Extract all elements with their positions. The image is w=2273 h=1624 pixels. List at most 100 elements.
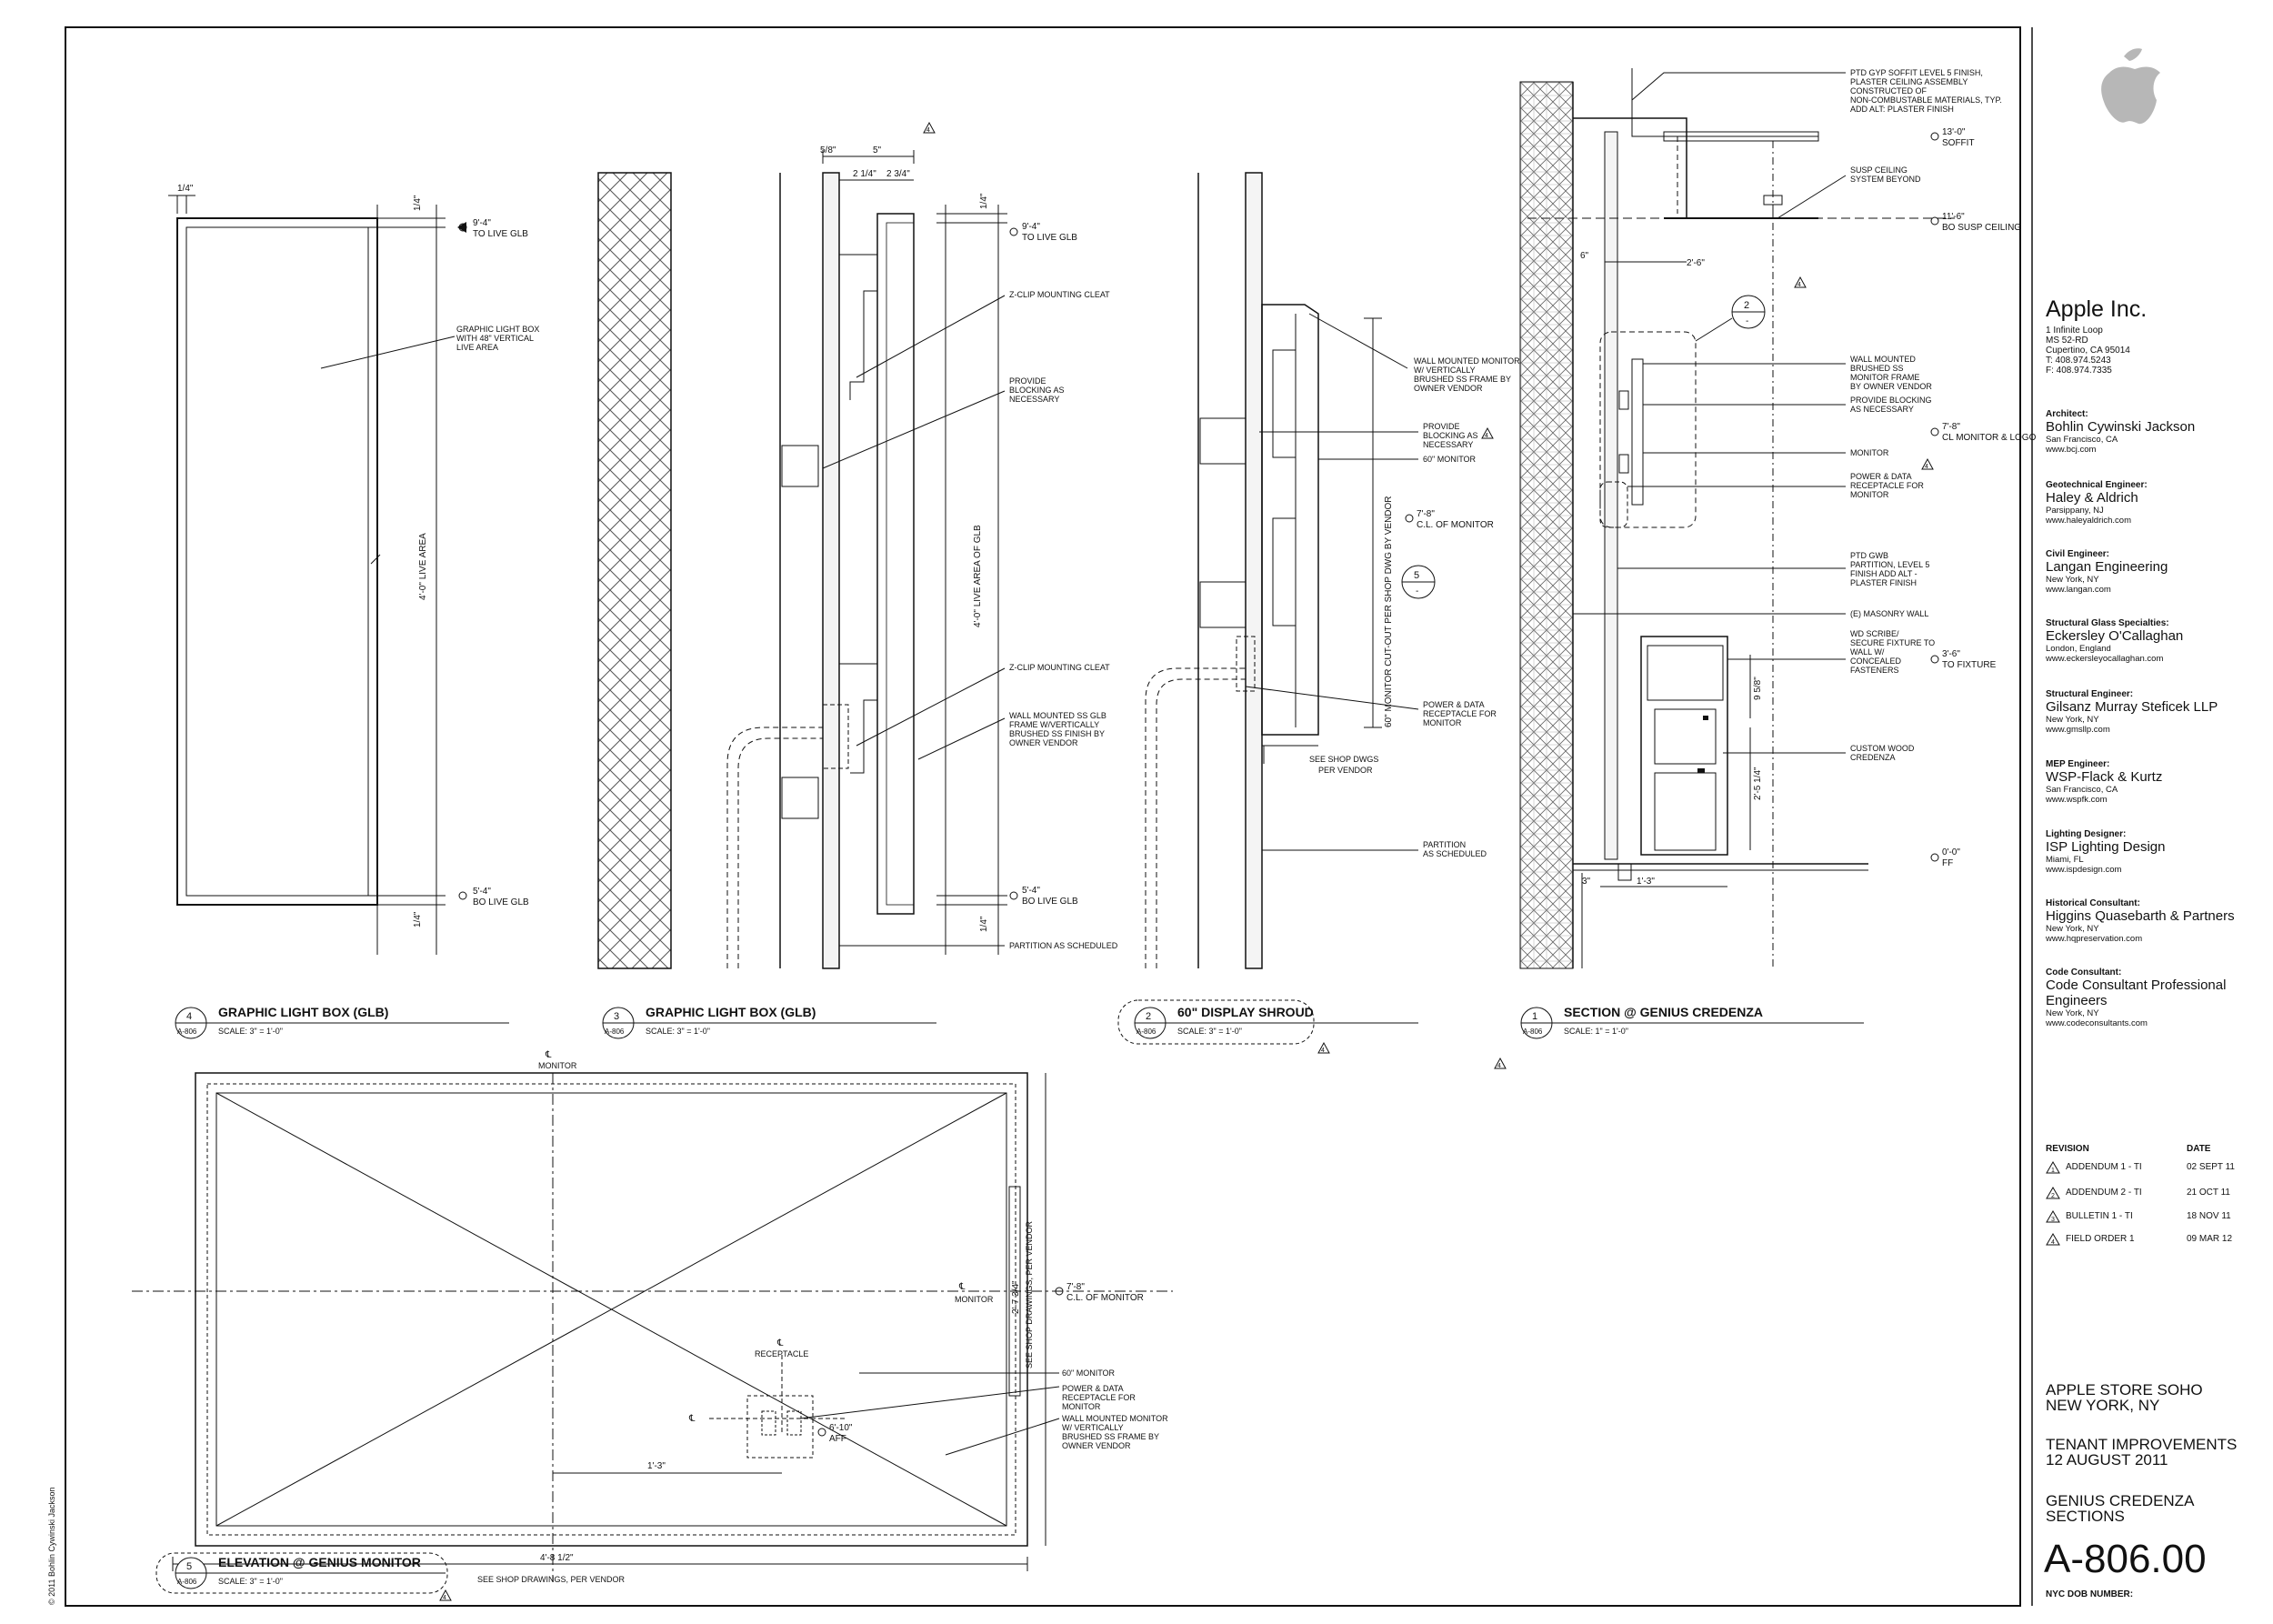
svg-text:4: 4 <box>1321 1048 1325 1054</box>
glb-live-area <box>185 226 369 897</box>
d1-note-ptd-gwb: PTD GWB PARTITION, LEVEL 5 FINISH ADD AL… <box>1850 551 1932 587</box>
d5-note-power-data: POWER & DATA RECEPTACLE FOR MONITOR <box>1062 1384 1137 1411</box>
d5-height-dim: 2'-7 3/4" <box>1011 1280 1021 1314</box>
d1-elev-fixture: 3'-6" TO FIXTURE <box>1930 649 1997 670</box>
copyright-note: © 2011 Bohlin Cywinski Jackson <box>47 1487 56 1605</box>
svg-text:4: 4 <box>2051 1239 2055 1246</box>
svg-text:A-806: A-806 <box>177 1028 197 1036</box>
detail-title-4: 4 A-806 GRAPHIC LIGHT BOX (GLB) SCALE: 3… <box>175 1005 509 1039</box>
svg-text:SCALE: 3" = 1'-0": SCALE: 3" = 1'-0" <box>218 1027 283 1036</box>
svg-text:SCALE: 3" = 1'-0": SCALE: 3" = 1'-0" <box>218 1577 283 1586</box>
svg-text:SOFFIT: SOFFIT <box>1942 138 1975 148</box>
svg-text:TO FIXTURE: TO FIXTURE <box>1942 660 1997 670</box>
svg-text:7'-8": 7'-8" <box>1942 422 1960 432</box>
d5-receptacle-label: RECEPTACLE <box>755 1349 808 1358</box>
svg-text:9'-4": 9'-4" <box>1022 222 1040 232</box>
d2-rev-tag-blocking: 4 <box>1481 426 1494 439</box>
d2-note-power-data: POWER & DATA RECEPTACLE FOR MONITOR <box>1423 700 1498 727</box>
svg-text:5'-4": 5'-4" <box>473 887 491 897</box>
d4-elev-top: 9'-4" TO LIVE GLB <box>457 218 528 239</box>
d2-callout-5: 5 - <box>1401 565 1436 599</box>
detail-title-3: 3 A-806 GRAPHIC LIGHT BOX (GLB) SCALE: 3… <box>602 1005 936 1039</box>
revision-delta-icon: 4 <box>2046 1233 2060 1246</box>
d3-wall-hatch <box>597 172 672 969</box>
consultant-mep: MEP Engineer:WSP-Flack & Kurtz San Franc… <box>2046 759 2163 805</box>
svg-text:1: 1 <box>1532 1011 1537 1022</box>
detail-5-elevation-genius-monitor: ℄ MONITOR ℄ MONITOR ℄ RECEPTACLE ℄ 1'-3"… <box>132 1050 1173 1584</box>
d5-cl-top-label: MONITOR <box>538 1061 577 1070</box>
consultant-civil: Civil Engineer:Langan Engineering New Yo… <box>2046 549 2168 595</box>
svg-text:TO LIVE GLB: TO LIVE GLB <box>1022 233 1077 243</box>
svg-text:4: 4 <box>1485 433 1488 439</box>
d1-note-monitor-frame: WALL MOUNTED BRUSHED SS MONITOR FRAME BY… <box>1850 355 1932 391</box>
consultant-structural: Structural Engineer:Gilsanz Murray Stefi… <box>2046 689 2218 735</box>
detail-1-section-genius-credenza: 2 - 6" 2'-6" 9 5/8" 2'-5 1/4" 3" 1'-3" 1… <box>1494 68 2037 1069</box>
consultant-historical: Historical Consultant:Higgins Quasebarth… <box>2046 898 2235 944</box>
svg-text:3: 3 <box>614 1011 619 1022</box>
d3-height-dim: 4'-0" LIVE AREA OF GLB <box>973 525 983 627</box>
d3-partition <box>822 172 840 969</box>
d3-dim-d4: 2 3/4" <box>886 169 910 179</box>
revision-date-header: DATE <box>2187 1144 2211 1154</box>
d5-height-note: SEE SHOP DRAWINGS, PER VENDOR <box>1025 1220 1034 1368</box>
d5-cl-right-label: MONITOR <box>955 1295 994 1304</box>
svg-text:C.L. OF MONITOR: C.L. OF MONITOR <box>1066 1293 1144 1303</box>
d1-note-credenza: CUSTOM WOOD CREDENZA <box>1850 744 1917 762</box>
revision-delta-icon: 3 <box>2046 1210 2060 1223</box>
d1-dim-f: 1'-3" <box>1637 877 1655 887</box>
revision-delta-icon: 1 <box>2046 1161 2060 1174</box>
consultant-structural-glass: Structural Glass Specialties:Eckersley O… <box>2046 618 2184 664</box>
d3-rev-tag: 4 <box>923 121 936 134</box>
svg-text:-: - <box>1746 316 1748 326</box>
svg-text:GRAPHIC LIGHT BOX (GLB): GRAPHIC LIGHT BOX (GLB) <box>646 1005 816 1019</box>
d4-side-gap: 1/4" <box>177 184 194 194</box>
consultant-lighting: Lighting Designer:ISP Lighting Design Mi… <box>2046 829 2166 875</box>
d1-note-soffit: PTD GYP SOFFIT LEVEL 5 FINISH, PLASTER C… <box>1850 68 2004 114</box>
d2-note-monitor-frame: WALL MOUNTED MONITOR W/ VERTICALLY BRUSH… <box>1414 356 1522 393</box>
svg-text:A-806: A-806 <box>605 1028 625 1036</box>
d1-elev-monitor: 7'-8" CL MONITOR & LOGO <box>1930 422 2037 443</box>
svg-text:0'-0": 0'-0" <box>1942 847 1960 857</box>
d2-vertical-dim: 60" MONITOR CUT-OUT PER SHOP DWG BY VEND… <box>1384 496 1394 727</box>
d5-shroud-outer <box>195 1072 1028 1547</box>
d3-note-frame: WALL MOUNTED SS GLB FRAME W/VERTICALLY B… <box>1009 711 1108 747</box>
d3-dim-d1: 5/8" <box>820 145 836 155</box>
svg-text:AFF: AFF <box>829 1434 846 1444</box>
d5-cl-right-symbol: ℄ <box>958 1282 966 1292</box>
svg-text:BO LIVE GLB: BO LIVE GLB <box>1022 897 1078 907</box>
consultant-code: Code Consultant: Code Consultant Profess… <box>2046 967 2227 1028</box>
d4-top-gap: 1/4" <box>413 195 423 211</box>
d5-offset-dim: 1'-3" <box>647 1461 666 1471</box>
detail-title-1: 1 A-806 SECTION @ GENIUS CREDENZA SCALE:… <box>1520 1005 1864 1039</box>
d2-shroud <box>1261 304 1319 736</box>
consultant-geotechnical: Geotechnical Engineer:Haley & Aldrich Pa… <box>2046 480 2148 526</box>
svg-text:SCALE: 3" = 1'-0": SCALE: 3" = 1'-0" <box>1177 1027 1242 1036</box>
d1-dim-d: 2'-5 1/4" <box>1753 767 1763 800</box>
svg-text:4: 4 <box>926 127 930 134</box>
d1-elev-ceiling: 11'-6" BO SUSP CEILING <box>1930 212 2021 233</box>
d5-note-monitor-frame: WALL MOUNTED MONITOR W/ VERTICALLY BRUSH… <box>1062 1414 1170 1450</box>
svg-text:CL MONITOR & LOGO: CL MONITOR & LOGO <box>1942 433 2037 443</box>
d1-note-blocking: PROVIDE BLOCKING AS NECESSARY <box>1850 396 1934 414</box>
svg-text:TO LIVE GLB: TO LIVE GLB <box>473 229 528 239</box>
d2-elev: 7'-8" C.L. OF MONITOR <box>1405 509 1494 530</box>
d3-glb-frame <box>876 213 915 915</box>
d2-note-partition: PARTITION AS SCHEDULED <box>1423 840 1487 858</box>
d1-callout-2: 2 - <box>1695 295 1766 342</box>
svg-text:SECTION @ GENIUS CREDENZA: SECTION @ GENIUS CREDENZA <box>1564 1005 1763 1019</box>
revision-delta-icon: 2 <box>2046 1187 2060 1199</box>
d5-receptacle-symbol: ℄ <box>776 1338 784 1348</box>
svg-text:4: 4 <box>1797 282 1801 288</box>
d1-credenza <box>1640 636 1728 856</box>
d5-width-dim: 4'-8 1/2" <box>540 1553 574 1563</box>
apple-logo <box>2101 48 2160 125</box>
svg-text:BO SUSP CEILING: BO SUSP CEILING <box>1942 223 2021 233</box>
d1-partition <box>1604 131 1618 860</box>
svg-text:C.L. OF MONITOR: C.L. OF MONITOR <box>1417 520 1494 530</box>
detail-title-2: 2 A-806 60" DISPLAY SHROUD SCALE: 3" = 1… <box>1117 999 1418 1054</box>
svg-text:1: 1 <box>2051 1168 2055 1174</box>
